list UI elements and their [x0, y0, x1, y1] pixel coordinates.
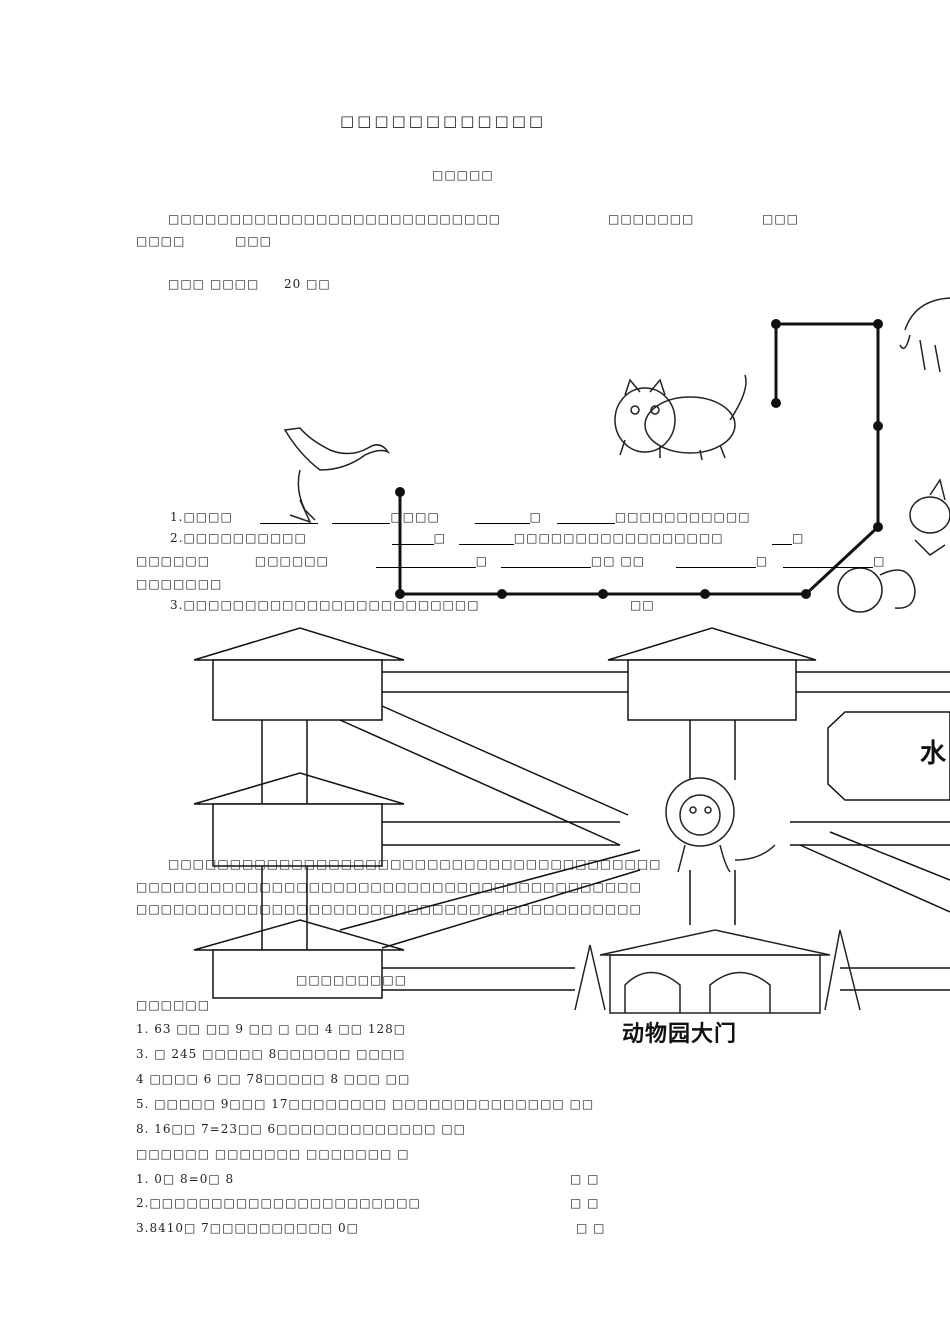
zoo-roads — [261, 671, 950, 991]
judge-paren-1[interactable]: □ □ — [570, 1172, 600, 1186]
elephant-drawing — [899, 297, 950, 373]
question-2-line-3: □□□□□□□ — [136, 577, 223, 591]
section-heading: □□□□□□□□□ — [296, 973, 408, 987]
judge-heading: □□□□□□ □□□□□□□ □□□□□□□ □ — [136, 1147, 410, 1161]
question-2-line-1: 2.□□□□□□□□□□ □ □□□□□□□□□□□□□□□□□ — [170, 531, 724, 545]
q2-l2-c: □ — [475, 554, 489, 568]
judge-item-3: 3.8410□ 7□□□□□□□□□□ 0□ — [136, 1221, 359, 1235]
q1-label: 1.□□□□ — [170, 510, 233, 524]
q2-text-c: □□□□□□□□□□□□□□□□□ — [513, 531, 724, 545]
intro-line-2b: □□□ — [235, 234, 273, 248]
q2-l2-d: □□ □□ — [590, 554, 646, 568]
q2-l2-a: □□□□□□ — [136, 554, 211, 568]
fill-item-5: 5. □□□□□ 9□□□ 17□□□□□□□□ □□□□□□□□□□□□□□ … — [136, 1097, 595, 1111]
q1-text-c: □ — [529, 510, 542, 524]
judge-item-2: 2.□□□□□□□□□□□□□□□□□□□□□□ — [136, 1196, 421, 1210]
score-c: 20 □□ — [284, 277, 331, 291]
q2-text-b: □ — [433, 531, 446, 545]
fill-item-1: 1. 63 □□ □□ 9 □□ □ □□ 4 □□ 128□ — [136, 1022, 407, 1036]
q2-l2-f: □ — [873, 554, 886, 568]
q1-blank-2[interactable] — [332, 511, 391, 524]
paragraph-line-2: □□□□□□□□□□□□□□□□□□□□□□□□□□□□□□□□□□□□□□□□… — [136, 880, 642, 894]
question-3: 3.□□□□□□□□□□□□□□□□□□□□□□□□ — [170, 598, 480, 612]
paragraph-line-3: □□□□□□□□□□□□□□□□□□□□□□□□□□□□□□□□□□□□□□□□… — [136, 902, 642, 916]
q2-l2-b: □□□□□□ — [254, 554, 329, 568]
route-diagram — [395, 319, 883, 599]
q1-blank-4[interactable] — [556, 511, 615, 524]
q1-text-b: □□□□ — [390, 510, 440, 524]
q2-label: 2.□□□□□□□□□□ — [170, 531, 307, 545]
zoo-map — [193, 627, 950, 999]
q2-blank-5[interactable] — [500, 555, 591, 568]
q2-l2-e: □ — [755, 554, 769, 568]
zoo-gate-drawing — [574, 929, 861, 1014]
squirrel-drawing — [837, 567, 916, 613]
q2-blank-7[interactable] — [783, 555, 874, 568]
score-a: □□□ — [168, 277, 206, 291]
q2-text-d: □ — [792, 531, 805, 545]
judge-paren-2[interactable]: □ □ — [570, 1196, 600, 1210]
q2-blank-6[interactable] — [675, 555, 756, 568]
intro-line-1: □□□□□□□□□□□□□□□□□□□□□□□□□□□ — [168, 212, 502, 226]
q2-end: □ — [772, 531, 804, 545]
q2-blank-3[interactable] — [772, 532, 792, 545]
score-b: □□□□ — [210, 277, 260, 291]
q1-blank-1[interactable] — [259, 511, 318, 524]
fill-heading: □□□□□□ — [136, 998, 211, 1012]
q2-blank-1[interactable] — [391, 532, 434, 545]
q1-blank-3[interactable] — [474, 511, 530, 524]
tiger-drawing — [614, 374, 747, 461]
judge-item-1: 1. 0□ 8=0□ 8 — [136, 1172, 235, 1186]
fill-item-3: 3. □ 245 □□□□□ 8□□□□□□ □□□□ — [136, 1047, 406, 1061]
fill-item-8: 8. 16□□ 7=23□□ 6□□□□□□□□□□□□□ □□ — [136, 1122, 466, 1136]
page-title: □□□□□□□□□□□□ — [340, 112, 547, 130]
intro-right: □□□ — [762, 212, 800, 226]
question-2-line-2: □□□□□□ □□□□□□ □ □□ □□ □ □ — [136, 554, 885, 568]
lion-drawing — [665, 777, 776, 873]
intro-line-2a: □□□□ — [136, 234, 186, 248]
q2-blank-4[interactable] — [375, 555, 476, 568]
q2-blank-2[interactable] — [458, 532, 514, 545]
map-gate-label: 动物园大门 — [622, 1022, 738, 1047]
question-3-end: □□ — [630, 598, 655, 612]
map-water-label: 水 — [920, 739, 947, 769]
paragraph-line-1: □□□□□□□□□□□□□□□□□□□□□□□□□□□□□□□□□□□□□□□□ — [168, 857, 662, 871]
q1-text-d: □□□□□□□□□□□ — [614, 510, 751, 524]
judge-paren-3[interactable]: □ □ — [576, 1221, 606, 1235]
dove-drawing — [283, 427, 391, 524]
question-1: 1.□□□□ □□□□ □ □□□□□□□□□□□ — [170, 510, 751, 524]
rabbit-drawing — [909, 478, 950, 556]
fill-item-4: 4 □□□□ 6 □□ 78□□□□□ 8 □□□ □□ — [136, 1072, 411, 1086]
intro-mid: □□□□□□□ — [608, 212, 695, 226]
page-subtitle: □□□□□ — [432, 168, 494, 182]
